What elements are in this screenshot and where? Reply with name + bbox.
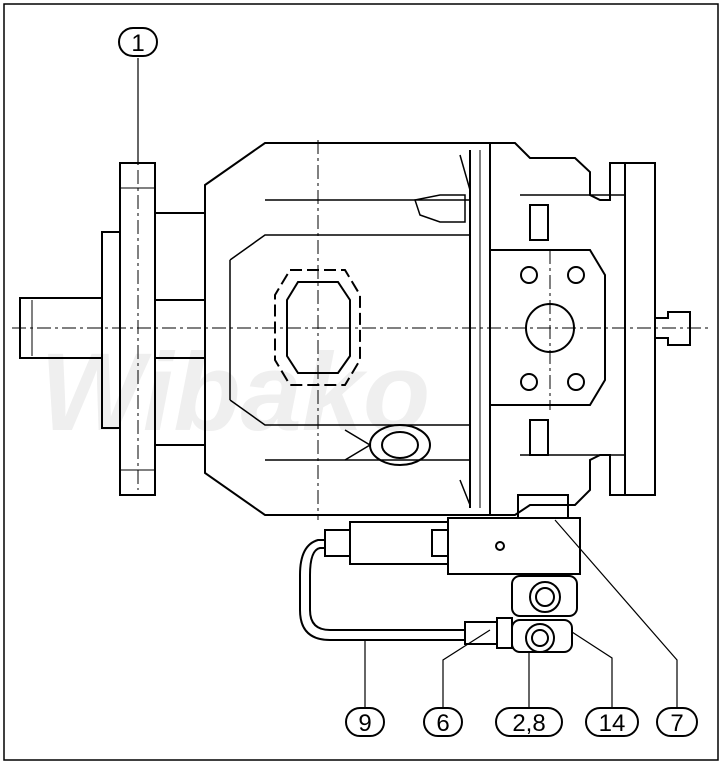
control-valve	[324, 494, 581, 653]
callout-2-8: 2,8	[495, 707, 563, 737]
callout-9: 9	[345, 707, 385, 737]
watermark: Wibako	[40, 331, 430, 454]
callout-6: 6	[423, 707, 463, 737]
callout-1: 1	[118, 27, 158, 57]
callout-7: 7	[656, 707, 698, 737]
rear-cover	[490, 142, 691, 516]
callout-14: 14	[585, 707, 639, 737]
center-lines	[12, 140, 710, 520]
leader-lines	[137, 58, 678, 707]
frame-border	[3, 3, 719, 761]
hydraulic-pipe	[299, 539, 465, 641]
pump-housing	[204, 142, 491, 516]
